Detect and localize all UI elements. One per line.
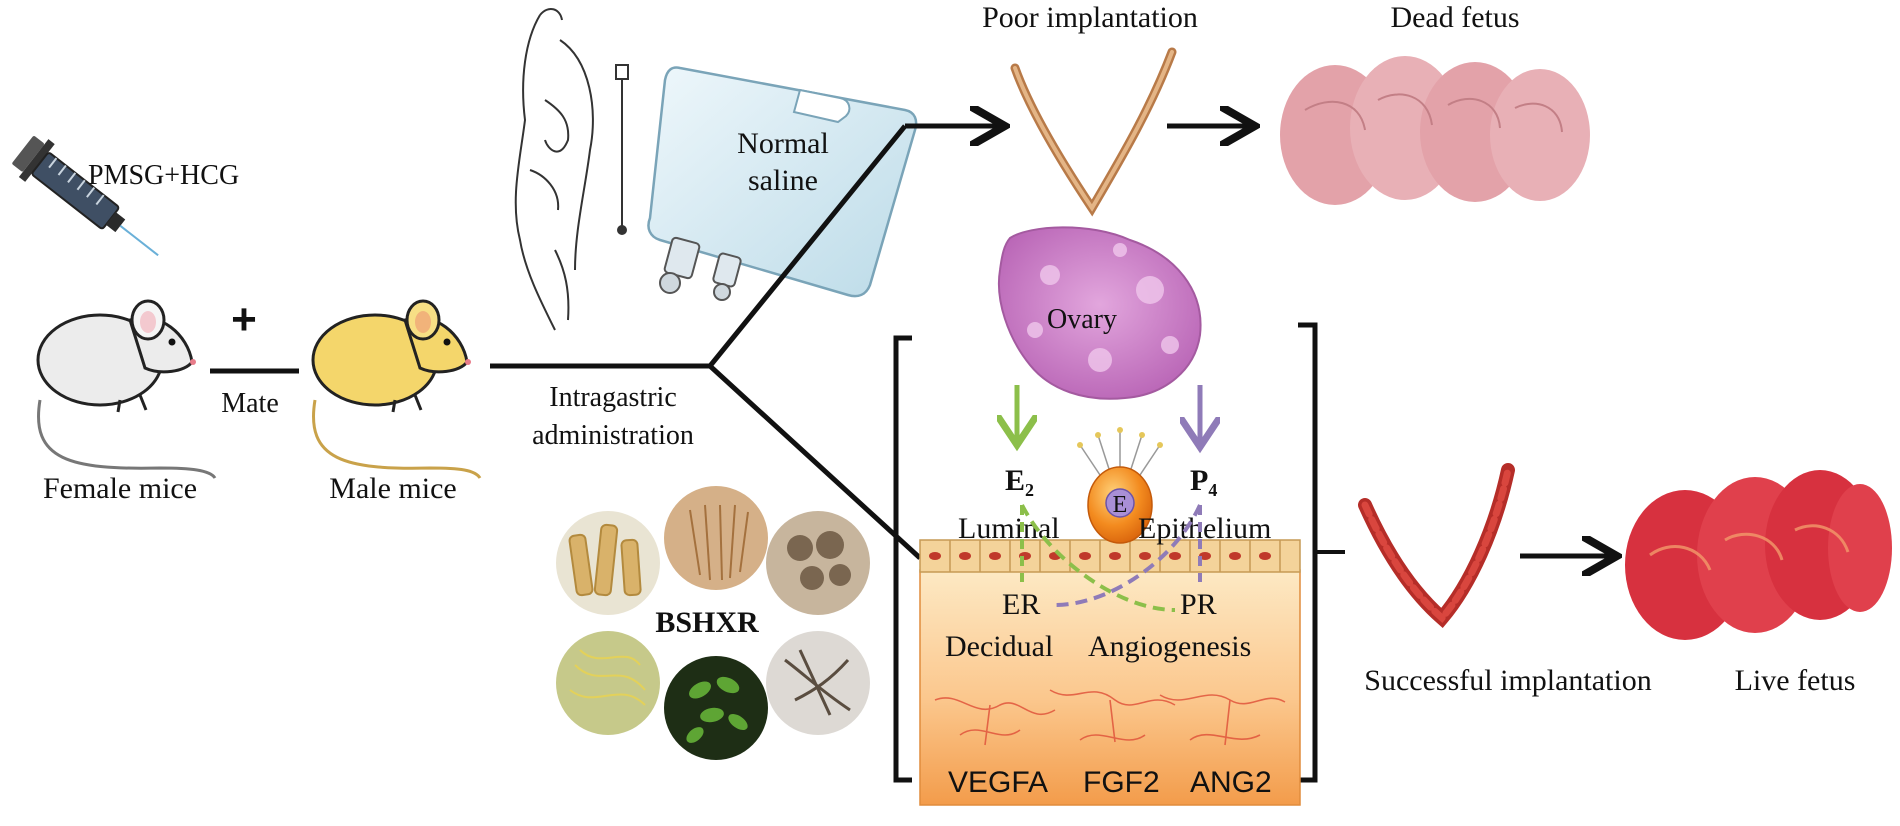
successful-implantation-label: Successful implantation bbox=[1364, 664, 1651, 697]
good-uterus-image bbox=[1358, 463, 1515, 628]
ang2-label: ANG2 bbox=[1190, 766, 1272, 799]
mate-label: Mate bbox=[221, 388, 279, 419]
er-label: ER bbox=[1002, 588, 1040, 621]
poor-uterus-image bbox=[1010, 47, 1177, 217]
plus-sign: + bbox=[231, 295, 257, 344]
pr-label: PR bbox=[1180, 588, 1217, 621]
dead-fetus-label: Dead fetus bbox=[1390, 1, 1519, 34]
female-mice-label: Female mice bbox=[43, 472, 197, 505]
p4-label: P4 bbox=[1190, 464, 1217, 500]
live-fetus-label: Live fetus bbox=[1735, 664, 1856, 697]
bshxr-label: BSHXR bbox=[655, 606, 759, 639]
endometrium-block bbox=[919, 569, 1301, 806]
saline-bag-icon bbox=[647, 66, 918, 301]
fgf2-label: FGF2 bbox=[1083, 766, 1160, 799]
pmsg-label: PMSG+HCG bbox=[88, 160, 239, 191]
vegfa-label: VEGFA bbox=[948, 766, 1048, 799]
luminal-label: Luminal bbox=[958, 512, 1060, 545]
ovary-image bbox=[998, 226, 1202, 400]
embryo-label: E bbox=[1113, 492, 1128, 518]
intragastric-label-line2: administration bbox=[532, 420, 694, 451]
left-bracket bbox=[893, 335, 912, 783]
epithelium-label: Epithelium bbox=[1138, 512, 1271, 545]
live-fetus-image bbox=[1625, 470, 1892, 640]
saline-label-line2: saline bbox=[748, 164, 818, 197]
male-mice-label: Male mice bbox=[329, 472, 456, 505]
gavage-illustration-icon bbox=[514, 8, 629, 331]
branch-lines bbox=[490, 124, 922, 560]
p4-pr-pathway bbox=[1054, 504, 1202, 607]
syringe-icon bbox=[12, 136, 159, 257]
luminal-epithelium-cells bbox=[919, 539, 1301, 573]
dead-fetus-image bbox=[1280, 56, 1590, 205]
saline-label-line1: Normal bbox=[737, 127, 829, 160]
decidual-label: Decidual bbox=[945, 630, 1053, 663]
male-mouse-icon bbox=[311, 299, 482, 479]
ovary-label: Ovary bbox=[1047, 304, 1117, 335]
e2-label: E2 bbox=[1005, 464, 1034, 500]
female-mouse-icon bbox=[36, 299, 217, 480]
e2-er-pathway bbox=[1020, 504, 1176, 612]
embryo-icon bbox=[1077, 427, 1163, 544]
intragastric-label-line1: Intragastric bbox=[549, 382, 677, 413]
blood-vessels bbox=[934, 689, 1286, 746]
herb-icon bbox=[556, 486, 870, 760]
angiogenesis-label: Angiogenesis bbox=[1088, 630, 1251, 663]
poor-implantation-label: Poor implantation bbox=[982, 1, 1198, 34]
